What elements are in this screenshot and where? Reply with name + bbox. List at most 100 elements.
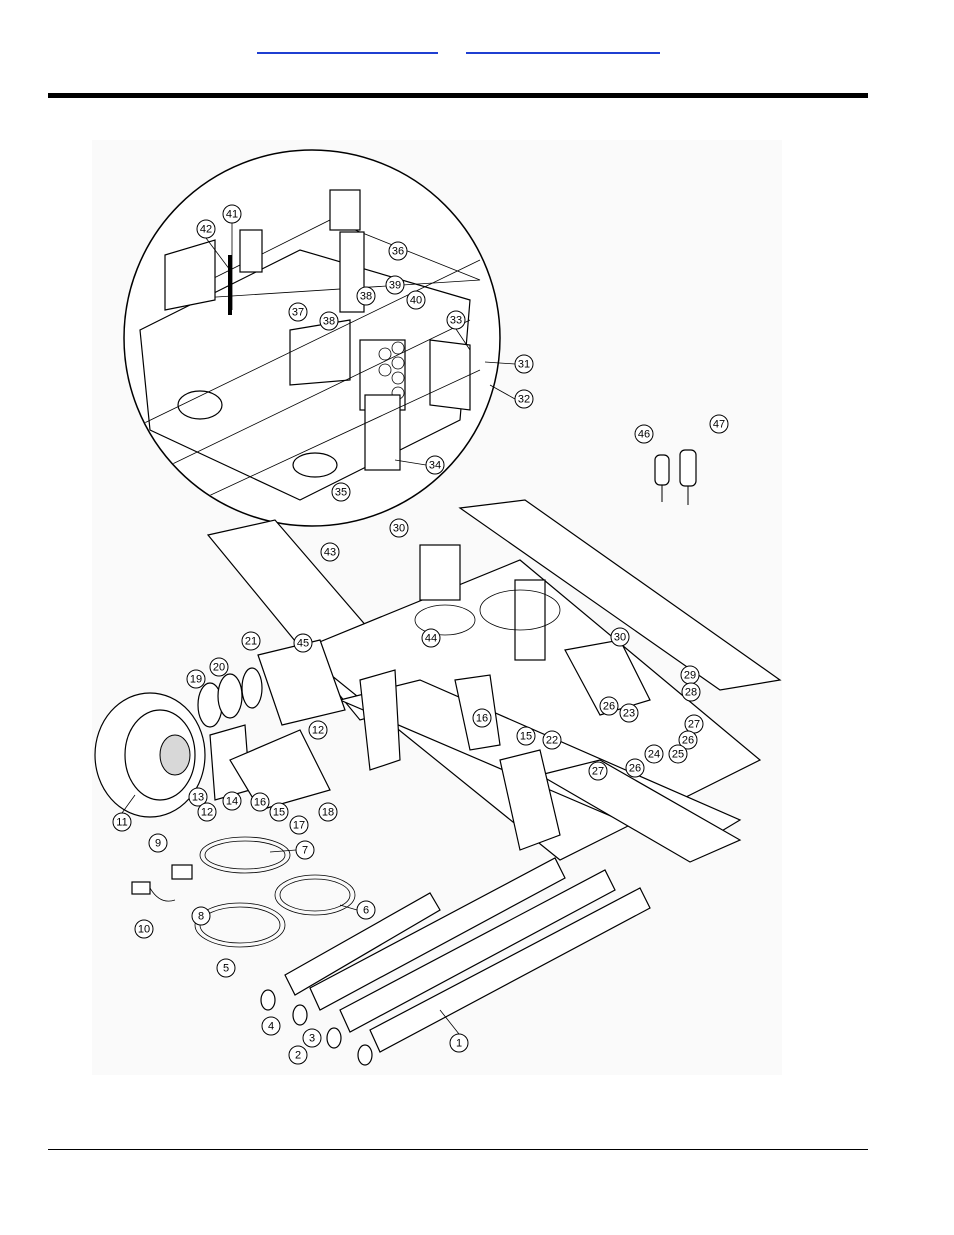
- callout-c35: 35: [331, 482, 351, 502]
- callout-c9: 9: [148, 833, 168, 853]
- callout-label: 29: [684, 670, 696, 682]
- callout-c5: 5: [216, 958, 236, 978]
- callout-label: 25: [672, 749, 684, 761]
- callout-label: 38: [360, 291, 372, 303]
- callout-c27b: 27: [588, 761, 608, 781]
- callout-label: 40: [410, 295, 422, 307]
- callout-label: 9: [155, 838, 161, 850]
- callout-label: 35: [335, 487, 347, 499]
- callout-c15a: 15: [516, 726, 536, 746]
- callout-c31: 31: [514, 354, 534, 374]
- callout-c26b: 26: [678, 730, 698, 750]
- callout-label: 16: [476, 713, 488, 725]
- callout-c27a: 27: [684, 714, 704, 734]
- callout-label: 5: [223, 963, 229, 975]
- callout-label: 28: [685, 687, 697, 699]
- callout-c12b: 12: [197, 802, 217, 822]
- callout-c4: 4: [261, 1016, 281, 1036]
- callout-c26c: 26: [625, 758, 645, 778]
- callout-c22: 22: [542, 730, 562, 750]
- callout-c11: 11: [112, 812, 132, 832]
- callout-c41: 41: [222, 204, 242, 224]
- callout-c23: 23: [619, 703, 639, 723]
- callout-label: 42: [200, 224, 212, 236]
- callout-label: 24: [648, 749, 660, 761]
- callout-c2: 2: [288, 1045, 308, 1065]
- callout-label: 34: [429, 460, 441, 472]
- header-rule: [48, 93, 868, 98]
- callout-label: 8: [198, 911, 204, 923]
- callout-c6: 6: [356, 900, 376, 920]
- callout-label: 20: [213, 662, 225, 674]
- main-frame: [206, 499, 782, 863]
- leader-lines: [121, 223, 516, 1035]
- callout-c17: 17: [289, 815, 309, 835]
- callout-c46: 46: [634, 424, 654, 444]
- callout-label: 15: [273, 807, 285, 819]
- hose-holders: [654, 449, 697, 505]
- callout-c29: 29: [680, 665, 700, 685]
- callout-c18: 18: [318, 802, 338, 822]
- callout-c16b: 16: [250, 792, 270, 812]
- callout-label: 27: [688, 719, 700, 731]
- callout-label: 45: [297, 638, 309, 650]
- callout-label: 30: [614, 632, 626, 644]
- callout-label: 31: [518, 359, 530, 371]
- callout-c39: 39: [385, 275, 405, 295]
- header-link-right[interactable]: [466, 52, 660, 54]
- callout-c33: 33: [446, 310, 466, 330]
- callout-label: 4: [268, 1021, 274, 1033]
- header-link-left[interactable]: [257, 52, 438, 54]
- callout-label: 10: [138, 924, 150, 936]
- callout-label: 43: [324, 547, 336, 559]
- callout-label: 15: [520, 731, 532, 743]
- callout-c14: 14: [222, 791, 242, 811]
- callout-label: 11: [116, 817, 127, 829]
- callout-label: 16: [254, 797, 266, 809]
- callout-label: 36: [392, 246, 404, 258]
- callout-label: 26: [682, 735, 694, 747]
- callout-label: 44: [425, 633, 437, 645]
- callout-label: 46: [638, 429, 650, 441]
- footer-rule: [48, 1149, 868, 1150]
- callout-c26a: 26: [599, 696, 619, 716]
- callout-c34: 34: [425, 455, 445, 475]
- callout-c21: 21: [241, 631, 261, 651]
- callout-label: 26: [629, 763, 641, 775]
- callout-label: 38: [323, 316, 335, 328]
- callout-c19: 19: [186, 669, 206, 689]
- callout-label: 30: [393, 523, 405, 535]
- callout-c1: 1: [449, 1033, 469, 1053]
- callout-label: 17: [293, 820, 305, 832]
- callout-label: 1: [456, 1038, 462, 1050]
- callout-c24: 24: [644, 744, 664, 764]
- callout-label: 21: [245, 636, 257, 648]
- callout-label: 6: [363, 905, 369, 917]
- callout-c7: 7: [295, 840, 315, 860]
- callout-label: 19: [190, 674, 202, 686]
- callout-c36: 36: [388, 241, 408, 261]
- callout-label: 37: [292, 307, 304, 319]
- callout-c43: 43: [320, 542, 340, 562]
- callout-label: 13: [192, 792, 204, 804]
- callout-c15b: 15: [269, 802, 289, 822]
- callout-label: 22: [546, 735, 558, 747]
- callout-c30a: 30: [389, 518, 409, 538]
- callout-c20: 20: [209, 657, 229, 677]
- callout-c37: 37: [288, 302, 308, 322]
- callout-label: 12: [201, 807, 213, 819]
- callout-c38b: 38: [319, 311, 339, 331]
- callout-label: 23: [623, 708, 635, 720]
- callout-c42: 42: [196, 219, 216, 239]
- callout-c45: 45: [293, 633, 313, 653]
- callout-c12a: 12: [308, 720, 328, 740]
- callout-label: 41: [226, 209, 238, 221]
- callout-c28: 28: [681, 682, 701, 702]
- callout-c40: 40: [406, 290, 426, 310]
- callout-c10: 10: [134, 919, 154, 939]
- callout-label: 39: [389, 280, 401, 292]
- callout-label: 3: [309, 1033, 315, 1045]
- callout-label: 47: [713, 419, 725, 431]
